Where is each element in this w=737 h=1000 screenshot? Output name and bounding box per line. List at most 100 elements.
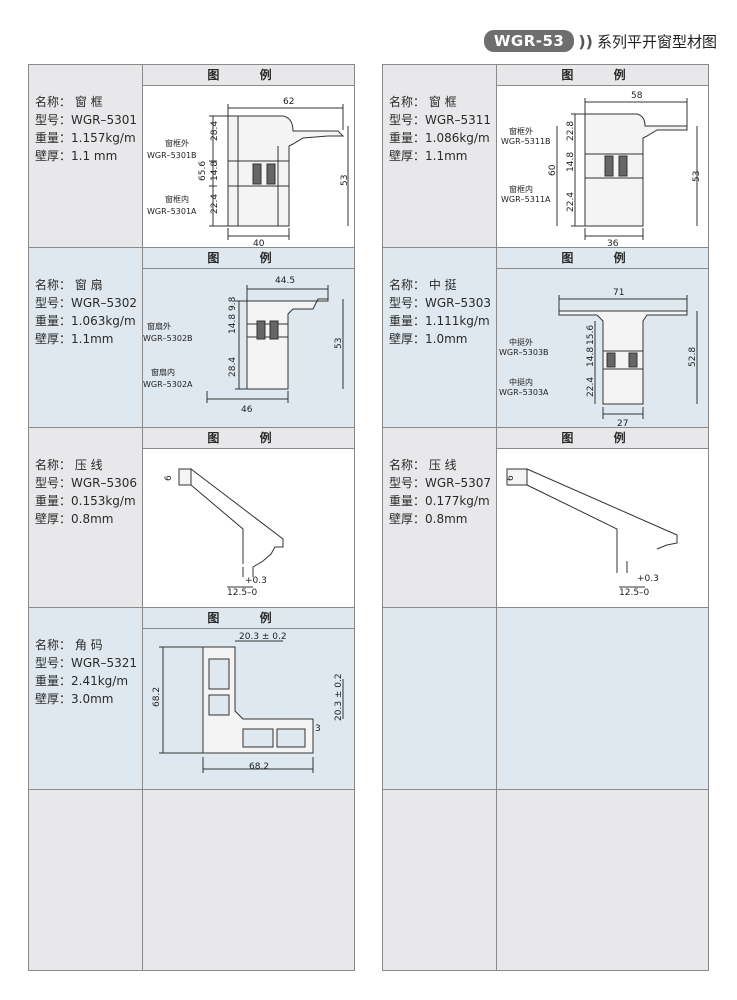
- dim-label: 28.4: [210, 121, 220, 141]
- product-row-5303: 名称： 中 挺 型号：WGR–5303 重量：1.111kg/m 壁厚：1.0m…: [383, 248, 708, 428]
- callout: 中挺外: [509, 337, 533, 347]
- product-info: 名称： 窗 框 型号：WGR–5301 重量：1.157kg/m 壁厚：1.1 …: [35, 93, 137, 165]
- dim-label: 12.5–0: [227, 588, 258, 598]
- dim-label: 20.3 ± 0.2: [239, 632, 287, 642]
- figure-header: 图 例: [497, 428, 708, 449]
- row-divider: [142, 65, 143, 247]
- figure-header: 图 例: [143, 608, 354, 629]
- callout: 窗扇外: [147, 321, 171, 331]
- product-thickness: 壁厚：1.0mm: [389, 332, 468, 346]
- dim-label: 14.8: [228, 314, 238, 334]
- product-model: 型号：WGR–5307: [389, 476, 492, 490]
- product-name: 名称： 角 码: [35, 638, 103, 652]
- row-divider: [496, 608, 497, 789]
- profile-drawing-5321: 20.3 ± 0.2 68.2 20.3 ± 0.2 3 68.2: [143, 629, 354, 789]
- profile-drawing-5307: 6 +0.3 12.5–0: [497, 449, 708, 607]
- product-weight: 重量：1.111kg/m: [389, 314, 490, 328]
- dim-label: 44.5: [275, 276, 295, 286]
- page-title: 系列平开窗型材图: [596, 32, 717, 51]
- figure-panel: 图 例 58 22.8 60 14.: [497, 65, 708, 247]
- row-divider: [496, 65, 497, 247]
- figure-header: 图 例: [497, 248, 708, 269]
- figure-header: 图 例: [143, 248, 354, 269]
- callout: WGR–5301B: [147, 151, 197, 160]
- product-info: 名称： 窗 扇 型号：WGR–5302 重量：1.063kg/m 壁厚：1.1m…: [35, 276, 137, 348]
- product-model: 型号：WGR–5306: [35, 476, 138, 490]
- dim-label: 60: [548, 164, 558, 176]
- row-divider: [496, 248, 497, 427]
- dim-label: 20.3 ± 0.2: [334, 673, 344, 721]
- dim-label: 52.8: [688, 347, 698, 367]
- profile-drawing-5311: 58 22.8 60 14.8 22.4 53 36 窗框外 WGR–5311B…: [497, 86, 708, 247]
- product-info: 名称： 压 线 型号：WGR–5307 重量：0.177kg/m 壁厚：0.8m…: [389, 456, 491, 528]
- left-column: 名称： 窗 框 型号：WGR–5301 重量：1.157kg/m 壁厚：1.1 …: [28, 64, 355, 971]
- product-name: 名称： 中 挺: [389, 278, 457, 292]
- product-model: 型号：WGR–5311: [389, 113, 492, 127]
- callout: WGR–5302B: [143, 334, 193, 343]
- callout: 窗框内: [165, 194, 189, 204]
- product-row-5306: 名称： 压 线 型号：WGR–5306 重量：0.153kg/m 壁厚：0.8m…: [29, 428, 354, 608]
- dim-label: +0.3: [637, 574, 659, 584]
- product-model: 型号：WGR–5321: [35, 656, 138, 670]
- product-name: 名称： 窗 框: [389, 95, 457, 109]
- product-weight: 重量：1.063kg/m: [35, 314, 136, 328]
- figure-panel: 图 例 62 28.4 65.: [143, 65, 354, 247]
- product-info: 名称： 角 码 型号：WGR–5321 重量：2.41kg/m 壁厚：3.0mm: [35, 636, 137, 708]
- dim-label: 14.8: [586, 347, 596, 367]
- dim-label: +0.3: [245, 576, 267, 586]
- dim-label: 9.8: [228, 296, 238, 311]
- row-divider: [142, 608, 143, 789]
- page-header: WGR-53 )) 系列平开窗型材图: [483, 30, 717, 52]
- product-weight: 重量：1.086kg/m: [389, 131, 490, 145]
- dim-label: 12.5–0: [619, 588, 650, 598]
- product-weight: 重量：2.41kg/m: [35, 674, 129, 688]
- dim-label: 27: [617, 419, 628, 427]
- product-model: 型号：WGR–5303: [389, 296, 492, 310]
- product-model: 型号：WGR–5301: [35, 113, 138, 127]
- product-weight: 重量：0.177kg/m: [389, 494, 490, 508]
- dim-label: 14.8: [566, 152, 576, 172]
- dim-label: 40: [253, 239, 265, 247]
- product-thickness: 壁厚：3.0mm: [35, 692, 114, 706]
- product-row-5307: 名称： 压 线 型号：WGR–5307 重量：0.177kg/m 壁厚：0.8m…: [383, 428, 708, 608]
- dim-label: 53: [692, 171, 702, 182]
- figure-header: 图 例: [497, 65, 708, 86]
- callout: WGR–5311B: [501, 137, 551, 146]
- dim-label: 68.2: [249, 762, 269, 772]
- figure-panel: 图 例 20.3 ± 0.: [143, 608, 354, 789]
- dim-label: 28.4: [228, 357, 238, 377]
- dim-label: 14.8: [210, 161, 220, 181]
- dim-label: 68.2: [152, 687, 162, 707]
- dim-label: 58: [631, 91, 643, 101]
- callout: 窗框外: [509, 126, 533, 136]
- product-thickness: 壁厚：0.8mm: [389, 512, 468, 526]
- product-name: 名称： 窗 框: [35, 95, 103, 109]
- row-divider: [142, 790, 143, 970]
- dim-label: 22.4: [210, 194, 220, 214]
- figure-panel: 图 例 6 +0.3 12.5–0: [143, 428, 354, 607]
- dim-label: 6: [164, 475, 174, 481]
- dim-label: 6: [506, 475, 516, 481]
- profile-drawing-5306: 6 +0.3 12.5–0: [143, 449, 354, 607]
- profile-drawing-5301: 62 28.4 65.6 14.8 22.4 53 40 窗框外 WGR–530…: [143, 86, 354, 247]
- chevron-icon: )): [578, 31, 593, 51]
- row-divider: [496, 428, 497, 607]
- dim-label: 22.4: [586, 377, 596, 397]
- dim-label: 53: [340, 175, 350, 186]
- product-thickness: 壁厚：1.1mm: [389, 149, 468, 163]
- product-name: 名称： 压 线: [389, 458, 457, 472]
- product-weight: 重量：0.153kg/m: [35, 494, 136, 508]
- empty-row: [383, 608, 708, 790]
- dim-label: 22.8: [566, 121, 576, 141]
- product-info: 名称： 压 线 型号：WGR–5306 重量：0.153kg/m 壁厚：0.8m…: [35, 456, 137, 528]
- empty-row: [383, 790, 708, 970]
- dim-label: 46: [241, 405, 253, 415]
- product-name: 名称： 压 线: [35, 458, 103, 472]
- product-row-5301: 名称： 窗 框 型号：WGR–5301 重量：1.157kg/m 壁厚：1.1 …: [29, 65, 354, 248]
- callout: WGR–5303A: [499, 388, 549, 397]
- product-model: 型号：WGR–5302: [35, 296, 138, 310]
- dim-label: 53: [334, 338, 344, 349]
- dim-label: 22.4: [566, 192, 576, 212]
- right-column: 名称： 窗 框 型号：WGR–5311 重量：1.086kg/m 壁厚：1.1m…: [382, 64, 709, 971]
- product-row-5311: 名称： 窗 框 型号：WGR–5311 重量：1.086kg/m 壁厚：1.1m…: [383, 65, 708, 248]
